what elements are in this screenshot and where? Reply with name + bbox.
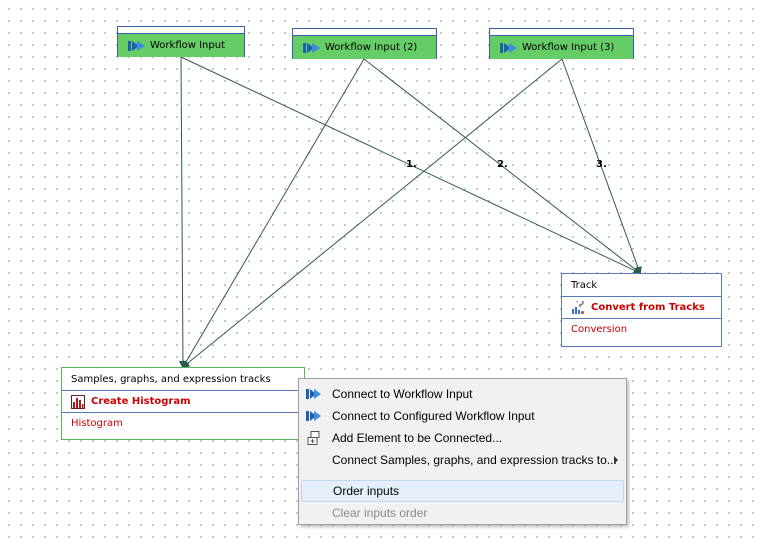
element-tool-row: Convert from Tracks bbox=[562, 296, 721, 318]
edge-order-label-3: 3. bbox=[596, 159, 607, 170]
workflow-input-icon bbox=[500, 42, 517, 53]
workflow-input-icon bbox=[128, 40, 145, 51]
create-histogram-element[interactable]: Samples, graphs, and expression tracks C… bbox=[61, 367, 305, 440]
element-tool-name: Convert from Tracks bbox=[591, 302, 705, 313]
workflow-input-icon bbox=[306, 389, 321, 399]
workflow-input-label: Workflow Input (2) bbox=[325, 42, 418, 53]
workflow-input-node-2[interactable]: Workflow Input (2) bbox=[292, 28, 437, 59]
element-input-port[interactable]: Samples, graphs, and expression tracks bbox=[71, 373, 271, 385]
edge-order-label-1: 1. bbox=[406, 159, 417, 170]
workflow-input-icon bbox=[303, 42, 320, 53]
element-tool-name: Create Histogram bbox=[91, 396, 191, 407]
menu-item-add-element[interactable]: Add Element to be Connected... bbox=[301, 427, 624, 449]
edge-input3-to-histogram bbox=[181, 58, 563, 369]
menu-item-connect-samples-submenu[interactable]: Connect Samples, graphs, and expression … bbox=[301, 449, 624, 471]
add-element-icon bbox=[307, 431, 320, 445]
element-output-port[interactable]: Histogram bbox=[62, 412, 304, 434]
menu-item-clear-inputs-order: Clear inputs order bbox=[301, 502, 624, 524]
menu-item-label: Add Element to be Connected... bbox=[332, 431, 503, 445]
input-node-strip bbox=[293, 29, 436, 36]
menu-item-connect-configured-input[interactable]: Connect to Configured Workflow Input bbox=[301, 405, 624, 427]
workflow-input-label: Workflow Input bbox=[150, 40, 225, 51]
edge-order-label-2: 2. bbox=[497, 159, 508, 170]
element-output-port[interactable]: Conversion bbox=[562, 318, 721, 340]
menu-item-label: Clear inputs order bbox=[332, 506, 428, 520]
edge-input3-to-convert bbox=[561, 58, 642, 275]
histogram-icon bbox=[71, 394, 85, 409]
input-node-strip bbox=[490, 29, 633, 36]
edge-input2-to-histogram bbox=[181, 58, 365, 369]
element-input-port[interactable]: Track bbox=[571, 279, 598, 291]
convert-from-tracks-element[interactable]: Track Convert from Tracks Conversion bbox=[561, 273, 722, 347]
workflow-input-label: Workflow Input (3) bbox=[522, 42, 615, 53]
menu-item-label: Connect Samples, graphs, and expression … bbox=[332, 453, 617, 467]
edge-input1-to-convert bbox=[180, 56, 642, 275]
menu-item-order-inputs[interactable]: Order inputs bbox=[301, 480, 624, 502]
menu-item-label: Order inputs bbox=[333, 484, 400, 498]
menu-item-label: Connect to Workflow Input bbox=[332, 387, 473, 401]
workflow-input-node-1[interactable]: Workflow Input bbox=[117, 26, 245, 57]
convert-tracks-icon bbox=[572, 300, 584, 314]
submenu-arrow-icon bbox=[614, 456, 618, 464]
input-node-strip bbox=[118, 27, 244, 34]
workflow-input-icon bbox=[306, 411, 321, 421]
element-tool-row: Create Histogram bbox=[62, 390, 304, 412]
workflow-input-node-3[interactable]: Workflow Input (3) bbox=[489, 28, 634, 59]
context-menu: Connect to Workflow Input Connect to Con… bbox=[298, 378, 627, 525]
edge-input2-to-convert bbox=[363, 58, 642, 275]
menu-item-label: Connect to Configured Workflow Input bbox=[332, 409, 535, 423]
edge-input1-to-histogram bbox=[178, 56, 187, 369]
menu-item-connect-workflow-input[interactable]: Connect to Workflow Input bbox=[301, 383, 624, 405]
